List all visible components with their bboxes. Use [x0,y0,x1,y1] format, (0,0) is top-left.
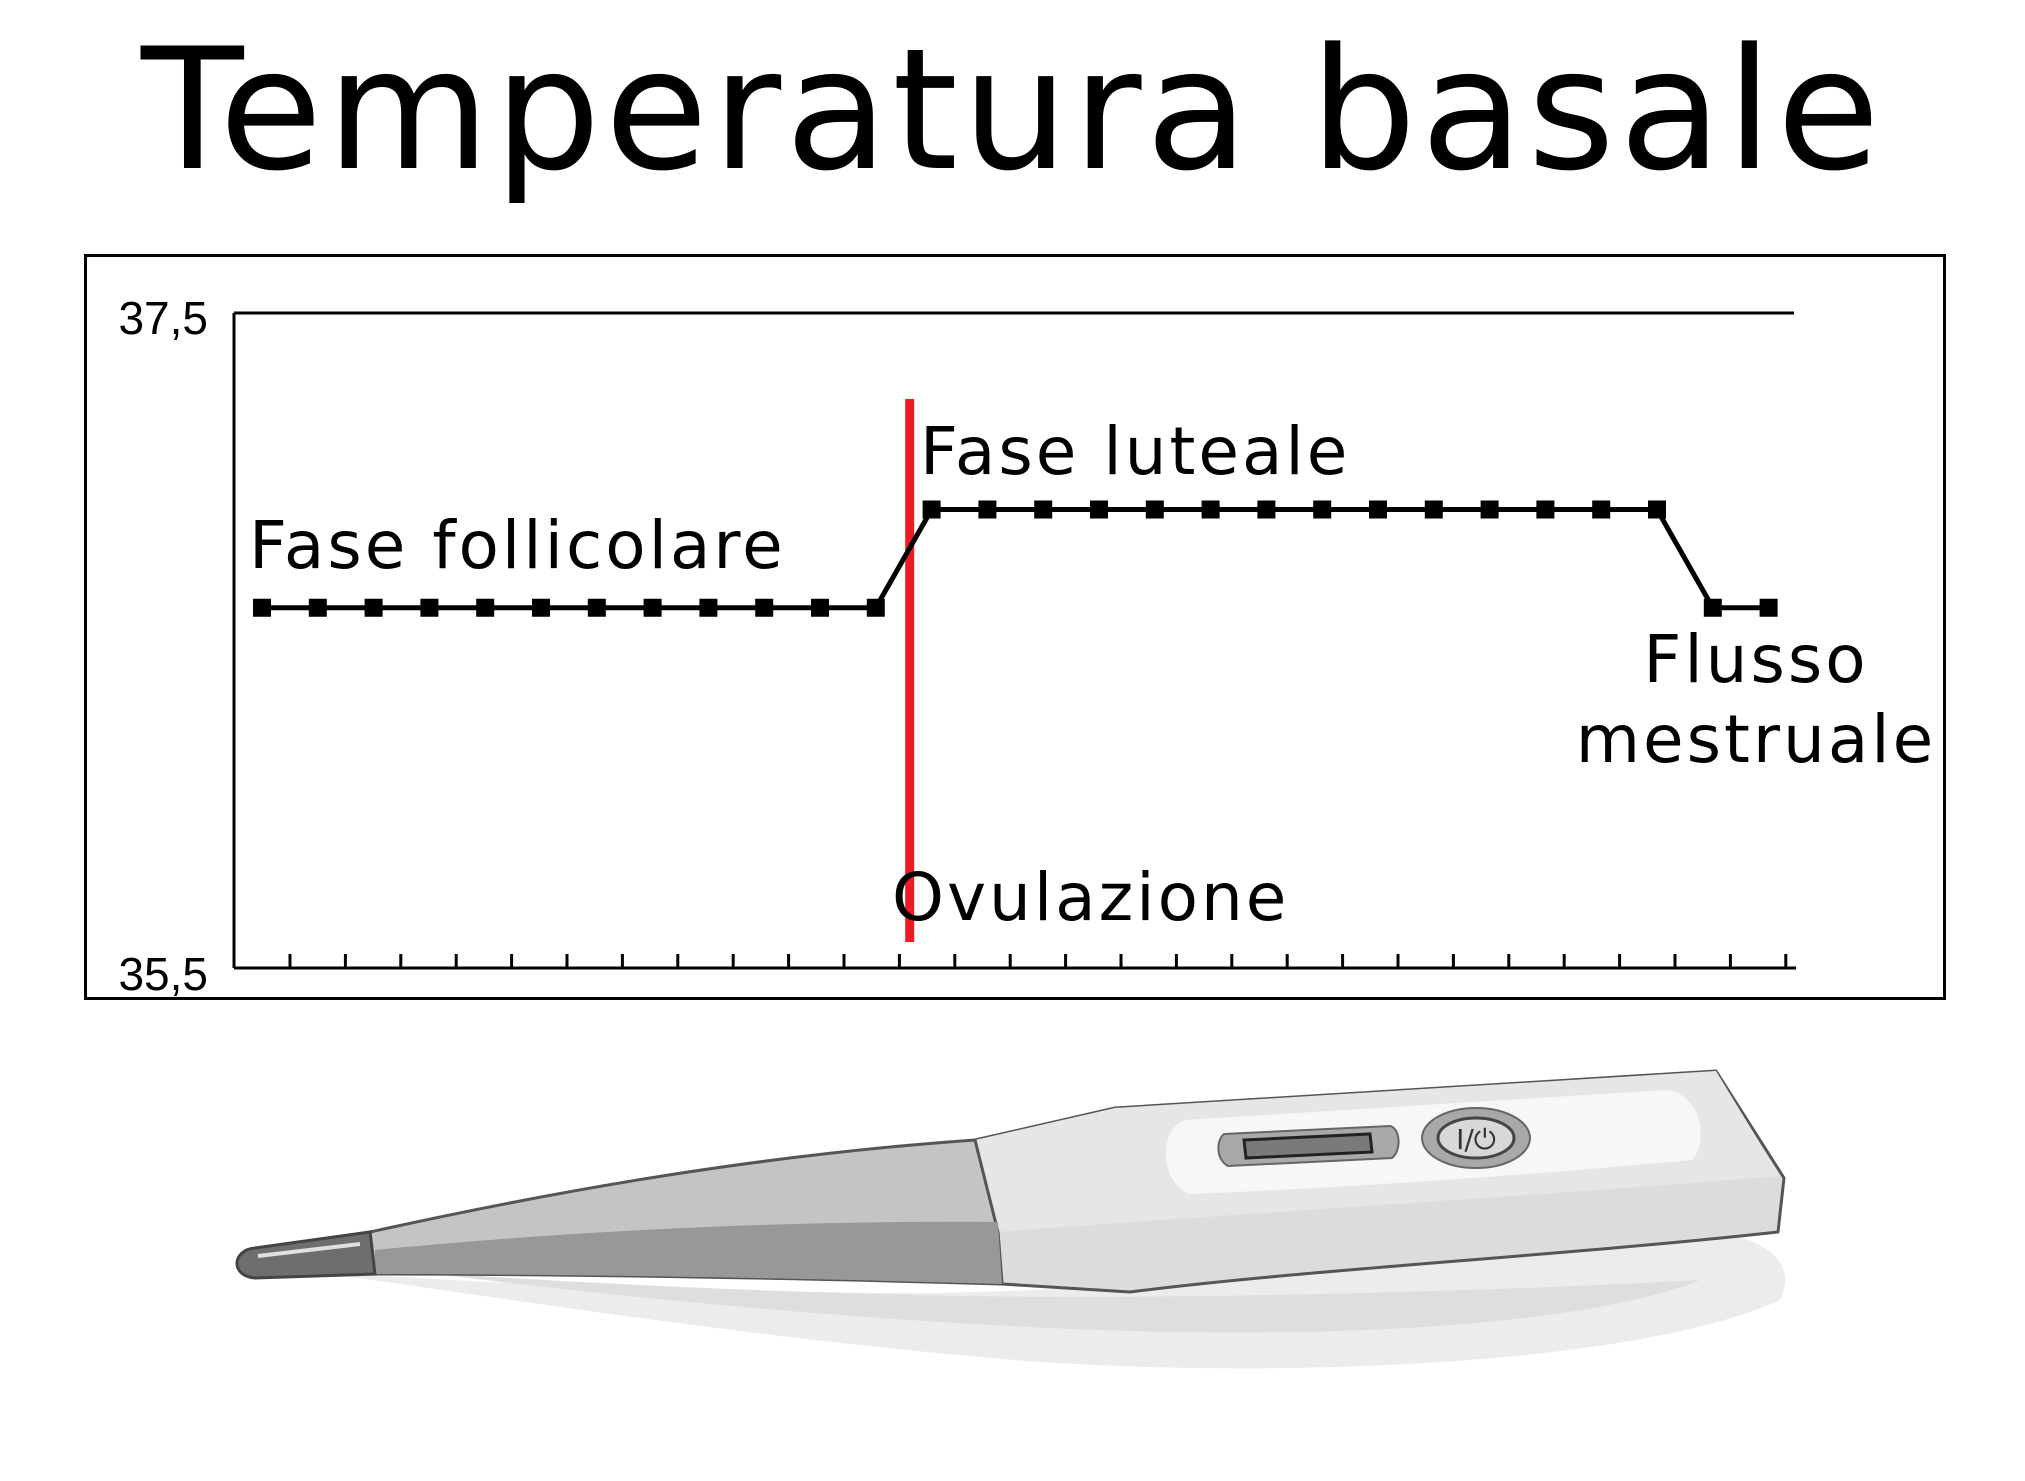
data-point [1257,500,1276,519]
data-point [420,598,439,617]
series-line [262,507,1769,611]
data-point [308,598,327,617]
data-point [978,500,997,519]
data-point [922,500,941,519]
data-point [532,598,550,617]
annotation-follicular: Fase follicolare [249,507,786,584]
chart-frame [84,254,1946,1000]
data-point [1759,598,1778,617]
data-point [1424,500,1443,519]
data-point [1145,500,1164,519]
data-point [1090,500,1108,519]
data-point [1480,500,1499,519]
power-button-label: I/⏻ [1456,1123,1496,1156]
data-point [643,598,662,617]
data-point [1592,500,1611,519]
data-point [866,598,885,617]
data-point [1369,500,1387,519]
thermometer-tip-highlight [257,1242,361,1258]
y-tick-label-bottom: 35,5 [118,948,208,1000]
data-point [811,598,829,617]
data-point [1034,500,1053,519]
data-point [364,598,383,617]
data-point [699,598,718,617]
data-point [253,598,271,617]
x-ticks [288,954,1788,968]
thermometer-display-screen [1242,1132,1374,1160]
thermometer-tip [235,1230,377,1280]
data-point [1313,500,1332,519]
data-point [1536,500,1555,519]
thermometer-shadow-inner [420,1272,1700,1333]
data-point [755,598,774,617]
data-point [1648,500,1666,519]
ovulation-label: Ovulazione [892,859,1289,936]
annotation-luteal: Fase luteale [920,413,1350,490]
y-tick-label-top: 37,5 [118,292,208,344]
data-point [476,598,495,617]
data-point [1703,598,1722,617]
temperature-chart: 37,5 35,5 Fase follicolare Fase luteale … [118,292,1937,1000]
thermometer: I/⏻ [235,1069,1786,1369]
annotation-menstrual-line2: mestruale [1576,701,1937,778]
power-button-icon [1436,1116,1516,1160]
thermometer-probe-shade [375,1221,1002,1284]
series-points [253,500,1778,617]
page-title: Temperatura basale [141,12,1884,208]
data-point [1201,500,1220,519]
annotation-menstrual-line1: Flusso [1643,621,1868,698]
data-point [587,598,606,617]
